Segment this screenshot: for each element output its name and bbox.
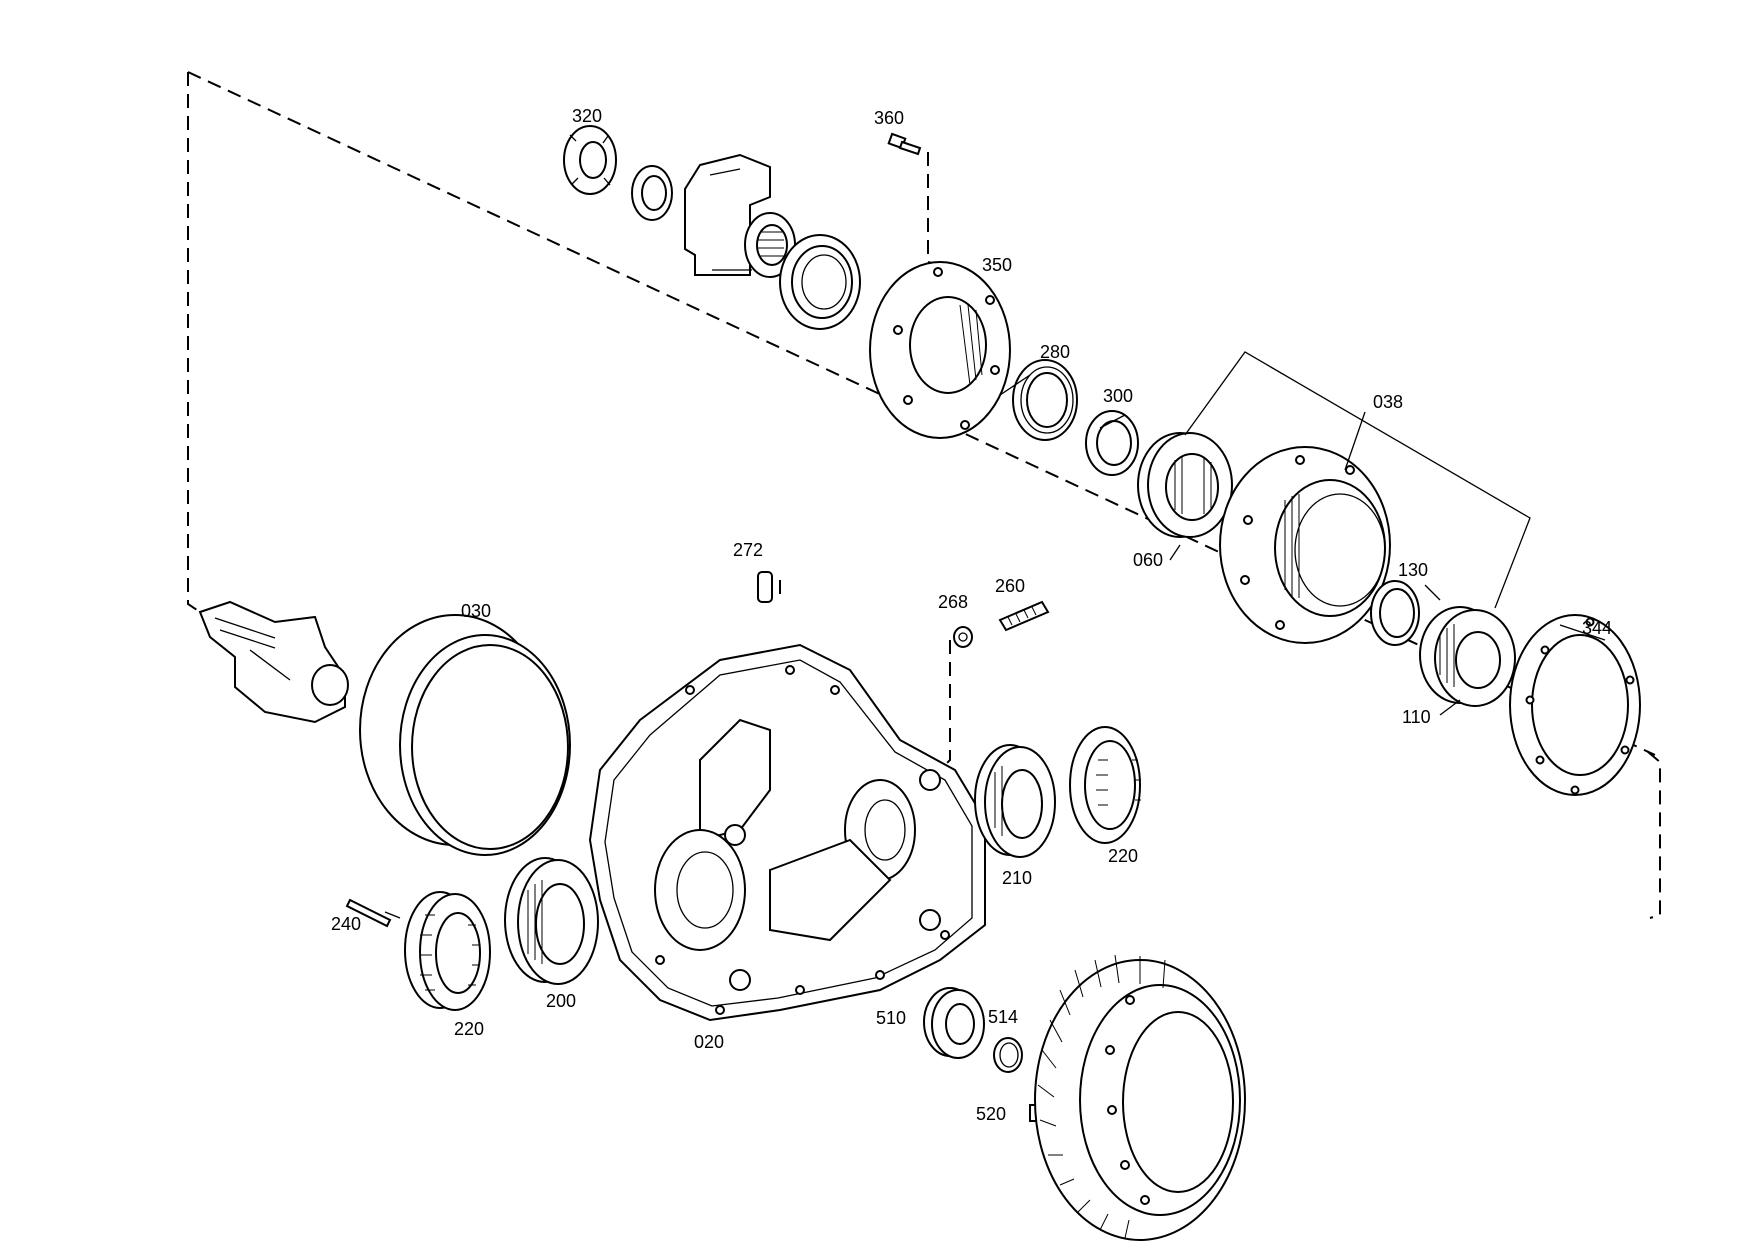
label-038: 038 bbox=[1373, 392, 1403, 412]
part-300-ring bbox=[1085, 410, 1139, 476]
callout-labels: 320 360 350 280 300 038 060 130 110 344 … bbox=[331, 106, 1612, 1124]
label-220-right: 220 bbox=[1108, 846, 1138, 866]
label-110: 110 bbox=[1402, 707, 1431, 727]
part-030-large-ring bbox=[359, 614, 571, 856]
part-272-pin bbox=[757, 571, 773, 603]
label-300: 300 bbox=[1103, 386, 1133, 406]
label-060: 060 bbox=[1133, 550, 1163, 570]
part-280-seal bbox=[1012, 359, 1078, 441]
part-220-adjusting-ring-right bbox=[1069, 726, 1141, 844]
part-110-tapered-bearing bbox=[1419, 606, 1516, 707]
part-washer-small bbox=[631, 165, 673, 221]
leader-038-bracket bbox=[1184, 351, 1531, 609]
label-320: 320 bbox=[572, 106, 602, 126]
part-060-bearing bbox=[1137, 432, 1233, 538]
label-514: 514 bbox=[988, 1007, 1018, 1027]
part-320-slotted-nut bbox=[563, 125, 617, 195]
part-ring-gear bbox=[1034, 954, 1246, 1241]
part-344-gasket bbox=[1509, 614, 1641, 796]
label-360: 360 bbox=[874, 108, 904, 128]
label-510: 510 bbox=[876, 1008, 906, 1028]
label-520: 520 bbox=[976, 1104, 1006, 1124]
leader-lines bbox=[384, 374, 1606, 919]
label-272: 272 bbox=[733, 540, 763, 560]
part-240-pin bbox=[345, 898, 392, 928]
label-350: 350 bbox=[982, 255, 1012, 275]
part-038-bearing-housing bbox=[1219, 446, 1391, 644]
part-360-bolt bbox=[887, 132, 922, 156]
part-200-bearing bbox=[504, 857, 599, 985]
label-210: 210 bbox=[1002, 868, 1032, 888]
part-260-stud bbox=[998, 600, 1050, 632]
part-220-adjusting-ring-left bbox=[404, 891, 491, 1011]
label-030: 030 bbox=[461, 601, 491, 621]
assembly-boundary-dashed bbox=[187, 71, 1661, 919]
part-130-ring bbox=[1370, 580, 1420, 646]
label-268: 268 bbox=[938, 592, 968, 612]
part-510-small-bearing bbox=[923, 987, 985, 1059]
label-020: 020 bbox=[694, 1032, 724, 1052]
label-220-left: 220 bbox=[454, 1019, 484, 1039]
part-210-bearing bbox=[974, 744, 1056, 858]
label-260: 260 bbox=[995, 576, 1025, 596]
label-130: 130 bbox=[1398, 560, 1428, 580]
label-280: 280 bbox=[1040, 342, 1070, 362]
part-flange-yoke bbox=[684, 153, 796, 278]
label-344: 344 bbox=[1582, 618, 1612, 638]
part-seal-ring bbox=[779, 234, 861, 330]
part-514-ring bbox=[993, 1037, 1023, 1073]
part-350-cover-flange bbox=[869, 261, 1011, 439]
label-200: 200 bbox=[546, 991, 576, 1011]
label-240: 240 bbox=[331, 914, 361, 934]
part-drive-pinion bbox=[198, 600, 349, 724]
part-020-differential-housing bbox=[588, 643, 986, 1022]
part-268-nut bbox=[953, 626, 973, 648]
